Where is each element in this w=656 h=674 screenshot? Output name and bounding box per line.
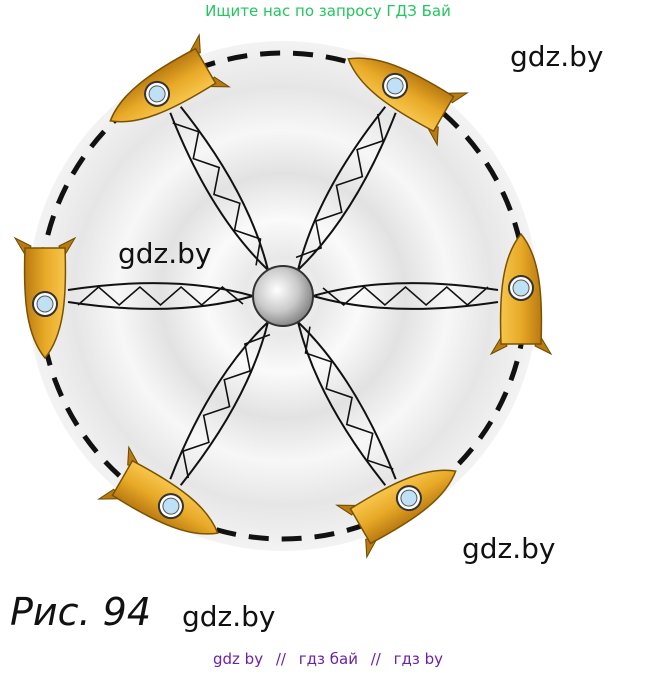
- figure-caption: Рис. 94: [10, 590, 152, 634]
- rockets: [13, 33, 553, 559]
- central-hub: [252, 265, 314, 327]
- truss-lattice: [322, 285, 489, 307]
- truss-chord: [297, 106, 397, 271]
- watermark-left: gdz.by: [118, 237, 212, 270]
- rocket: [489, 232, 553, 356]
- footer-links: gdz by // гдз бай // гдз by: [0, 650, 656, 668]
- truss-chord: [67, 282, 254, 310]
- footer-link-gdz-by-cyr[interactable]: гдз by: [393, 650, 444, 668]
- top-banner[interactable]: Ищите нас по запросу ГДЗ Бай: [205, 2, 451, 20]
- rocket: [109, 33, 231, 123]
- truss-arm: [169, 106, 269, 271]
- rocket: [335, 469, 457, 559]
- footer-separator: //: [370, 650, 381, 668]
- truss-arm: [312, 282, 499, 310]
- rocket: [347, 57, 469, 147]
- footer-link-gdz-bai[interactable]: гдз бай: [298, 650, 358, 668]
- truss-arm: [169, 321, 271, 486]
- watermark-top-right: gdz.by: [510, 40, 604, 73]
- truss-arms: [67, 106, 499, 486]
- truss-lattice: [172, 122, 262, 266]
- truss-arm: [295, 106, 397, 271]
- watermark-bottom-right: gdz.by: [462, 532, 556, 565]
- truss-chord: [169, 106, 269, 271]
- truss-arm: [297, 321, 397, 486]
- truss-lattice: [77, 285, 244, 307]
- watermark-caption: gdz.by: [182, 600, 276, 633]
- truss-chord: [169, 321, 269, 486]
- rocket: [13, 236, 77, 360]
- rocket: [97, 445, 219, 535]
- truss-lattice: [304, 326, 394, 470]
- footer-separator: //: [275, 650, 286, 668]
- truss-lattice: [182, 333, 271, 479]
- footer-link-gdz-by[interactable]: gdz by: [212, 650, 264, 668]
- truss-arm: [67, 282, 254, 310]
- truss-chord: [312, 282, 499, 310]
- truss-lattice: [295, 113, 384, 259]
- truss-chord: [297, 321, 397, 486]
- carousel-diagram: [13, 33, 553, 559]
